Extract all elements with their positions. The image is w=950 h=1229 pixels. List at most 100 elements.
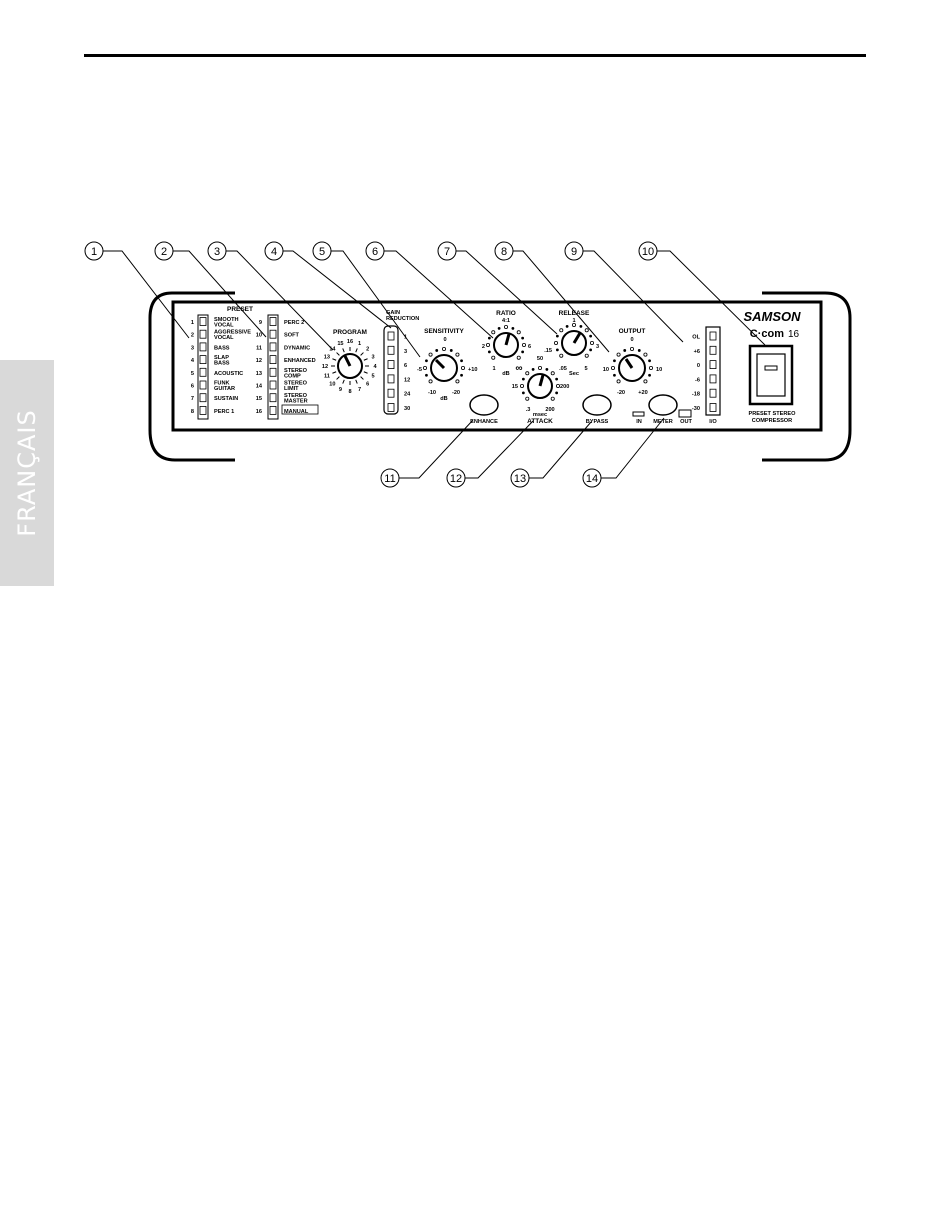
callout-number: 1 xyxy=(91,246,97,258)
preset-label: SLAP xyxy=(214,355,229,361)
callout-leader xyxy=(173,250,267,338)
program-tick xyxy=(360,376,364,380)
program-tick xyxy=(336,376,340,380)
io-meter-scale-label: -30 xyxy=(692,406,700,412)
sensitivity-left: -5 xyxy=(417,367,422,373)
preset-led xyxy=(269,317,277,326)
sensitivity-top: 0 xyxy=(443,337,446,343)
preset-number: 3 xyxy=(191,345,194,351)
output-dial-dot xyxy=(630,346,635,351)
output-dial-dot xyxy=(643,379,648,384)
attack-dial-dot xyxy=(556,383,561,388)
preset-label: ACOUSTIC xyxy=(214,371,243,377)
bypass-button[interactable] xyxy=(582,394,612,416)
ratio-bottom-left: 1 xyxy=(492,366,495,372)
preset-led xyxy=(269,405,277,415)
attack-dial-dot xyxy=(555,391,559,395)
callout-leader xyxy=(103,250,190,339)
top-rule xyxy=(84,54,866,57)
bypass-label: BYPASS xyxy=(586,419,609,425)
enhance-button-group[interactable]: ENHANCE xyxy=(469,394,499,425)
preset-led xyxy=(269,380,277,390)
gain-reduction-title-2: REDUCTION xyxy=(386,316,419,322)
callout-leader xyxy=(384,250,494,339)
power-switch[interactable] xyxy=(748,344,794,406)
output-knob-group[interactable]: OUTPUT 0 10 10 -20 +20 xyxy=(603,328,662,396)
gain-reduction-scale-label: 12 xyxy=(404,377,410,383)
sensitivity-knob-pointer xyxy=(434,358,446,370)
callout-number: 8 xyxy=(501,246,507,258)
enhance-button[interactable] xyxy=(469,394,499,416)
attack-knob-group[interactable]: 15 200 .3 200 msec ATTACK xyxy=(512,365,570,425)
sensitivity-title: SENSITIVITY xyxy=(424,328,464,335)
callout-leader xyxy=(331,250,421,358)
attack-dial-dot xyxy=(521,391,525,395)
gain-reduction-scale-label: 24 xyxy=(404,392,411,398)
attack-dial-dot xyxy=(525,371,530,376)
program-tick-label: 6 xyxy=(366,382,369,388)
release-dial-dot xyxy=(590,340,595,345)
io-meter-led xyxy=(709,360,717,370)
callout-number: 3 xyxy=(214,246,220,258)
release-dial-dot xyxy=(572,322,577,327)
program-tick-label: 4 xyxy=(373,364,377,370)
preset-led-column-right xyxy=(267,314,279,420)
attack-left: 15 xyxy=(512,384,518,390)
output-dial-dot xyxy=(613,359,616,363)
attack-dial-dot xyxy=(538,365,543,370)
preset-label: BASS xyxy=(214,361,230,367)
callout-circle xyxy=(380,468,400,488)
callout-number: 14 xyxy=(586,473,598,485)
ratio-dial-dot xyxy=(516,330,521,335)
callout-number: 5 xyxy=(319,246,325,258)
callout-circle xyxy=(365,241,385,261)
preset-label: LIMIT xyxy=(284,386,299,392)
brand-model-suffix: 16 xyxy=(788,329,800,340)
meter-button[interactable] xyxy=(648,394,678,416)
preset-led xyxy=(199,393,207,403)
preset-label: VOCAL xyxy=(214,335,234,341)
preset-label: ENHANCED xyxy=(284,358,316,364)
release-dial-dot xyxy=(554,340,559,345)
preset-led xyxy=(269,355,277,365)
callout-circle xyxy=(638,241,658,261)
output-right: 10 xyxy=(656,367,662,373)
callout-leader xyxy=(601,417,665,479)
bypass-button-group[interactable]: BYPASS xyxy=(582,394,612,425)
release-dial-dot xyxy=(559,328,564,333)
preset-led xyxy=(269,342,277,352)
meter-in-label: IN xyxy=(636,419,642,425)
callout-circle xyxy=(84,241,104,261)
preset-label: BASS xyxy=(214,345,230,351)
release-knob-group[interactable]: RELEASE 1 .15 3 .05 5 Sec 50 xyxy=(537,310,599,377)
ratio-knob-pointer xyxy=(504,333,511,346)
gain-reduction-led xyxy=(387,331,395,341)
preset-led xyxy=(199,342,207,352)
callout-circle xyxy=(446,468,466,488)
meter-in-indicator xyxy=(632,411,645,417)
program-tick-label: 3 xyxy=(372,354,375,360)
meter-button-group[interactable]: IN METER OUT xyxy=(632,394,692,425)
program-tick xyxy=(342,348,345,353)
sens-dial-dot xyxy=(425,373,428,377)
program-tick-label: 5 xyxy=(372,374,375,380)
attack-title: ATTACK xyxy=(527,418,553,425)
io-meter-scale-label: -18 xyxy=(692,392,700,398)
release-dial-dot xyxy=(589,348,593,352)
sens-dial-dot xyxy=(435,349,439,352)
callout-circle xyxy=(207,241,227,261)
meter-out-label: OUT xyxy=(680,419,692,425)
io-meter: OL+60-6-18-30 I/O xyxy=(692,326,721,425)
sens-dial-dot xyxy=(455,352,460,357)
preset-led xyxy=(199,317,207,326)
sens-dial-dot xyxy=(428,352,433,357)
release-title: RELEASE xyxy=(559,310,590,317)
attack-dial-dot xyxy=(525,396,530,401)
io-meter-led xyxy=(709,374,717,384)
preset-label: DYNAMIC xyxy=(284,345,310,351)
preset-number: 5 xyxy=(191,371,194,377)
sensitivity-knob-group[interactable]: SENSITIVITY 0 -5 +10 -10 -20 dB xyxy=(417,328,477,402)
ratio-knob-group[interactable]: RATIO 4:1 2 6 1 ∞ dB xyxy=(482,310,531,377)
attack-dial-dot xyxy=(521,377,525,381)
